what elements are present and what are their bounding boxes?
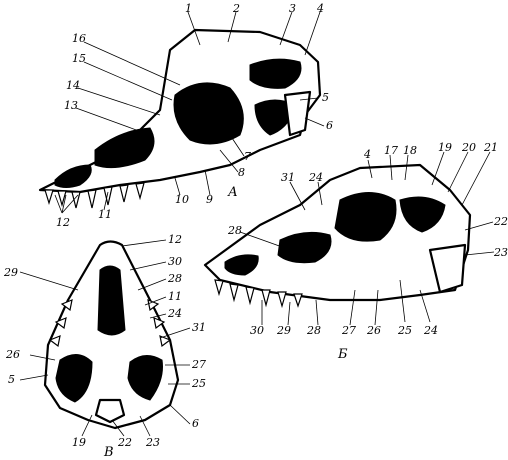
label-a-14: 14: [66, 79, 80, 92]
label-b-30: 30: [250, 324, 264, 337]
label-v-27: 27: [191, 358, 206, 371]
leader-line: [462, 152, 490, 205]
skull-oblique-view-b: 4 17 18 19 20 21 31 24 22 23 28 30 29 28…: [205, 141, 508, 362]
leader-line: [78, 88, 160, 115]
label-a-13: 13: [64, 99, 78, 112]
label-v-12: 12: [168, 233, 182, 246]
label-a-7: 7: [244, 150, 251, 163]
label-a-6: 6: [326, 119, 333, 132]
label-v-28: 28: [167, 272, 182, 285]
label-b-17: 17: [384, 144, 398, 157]
label-v-22: 22: [117, 436, 132, 449]
leader-line: [305, 118, 324, 126]
label-b-28-top: 28: [227, 224, 242, 237]
label-b-19: 19: [438, 141, 452, 154]
tooth: [294, 294, 302, 306]
leader-line: [122, 240, 166, 246]
label-a-10: 10: [175, 193, 189, 206]
label-b-22: 22: [493, 215, 508, 228]
leader-line: [305, 12, 320, 55]
label-a-15: 15: [72, 52, 86, 65]
label-v-11: 11: [168, 290, 182, 303]
label-v-26: 26: [5, 348, 20, 361]
label-b-28-bottom: 28: [306, 324, 321, 337]
tooth: [120, 185, 128, 202]
label-v-25: 25: [191, 377, 206, 390]
label-a-8: 8: [238, 166, 245, 179]
label-b-4: 4: [363, 148, 371, 161]
label-a-12: 12: [56, 216, 70, 229]
tooth: [246, 287, 254, 303]
tooth: [45, 190, 53, 203]
skull-lateral-view-a: 1 2 3 4 16 15 14 13 5 6 7 8 9 10 11 12 А: [40, 2, 333, 229]
label-a-5: 5: [322, 91, 329, 104]
skull-b-outline: [205, 165, 470, 300]
tooth: [136, 183, 144, 198]
tooth: [148, 300, 158, 310]
skull-ventral-view-v: 12 30 29 28 11 24 31 26 5 27 25 6 19 22 …: [3, 233, 206, 460]
leader-line: [84, 42, 180, 85]
tooth: [262, 290, 270, 305]
leader-line: [20, 375, 48, 380]
label-a-2: 2: [232, 2, 240, 15]
label-v-31: 31: [192, 321, 206, 334]
leader-line: [205, 170, 210, 195]
label-b-23: 23: [493, 246, 508, 259]
label-a-11: 11: [98, 208, 112, 221]
tooth: [58, 191, 66, 205]
label-b-29: 29: [276, 324, 291, 337]
view-letter-v: В: [103, 445, 114, 460]
tooth: [278, 292, 286, 306]
skull-v-choana: [98, 266, 125, 335]
leader-line: [465, 252, 494, 255]
view-letter-a: А: [227, 185, 238, 200]
label-b-25: 25: [397, 324, 412, 337]
label-b-31: 31: [281, 171, 295, 184]
label-b-18: 18: [403, 144, 417, 157]
label-b-24-bottom: 24: [423, 324, 438, 337]
skull-a-quadrate: [285, 92, 310, 135]
label-b-27: 27: [341, 324, 356, 337]
label-a-16: 16: [72, 32, 86, 45]
leader-line: [316, 300, 318, 325]
label-a-4: 4: [316, 2, 324, 15]
leader-line: [20, 272, 78, 290]
label-b-24: 24: [308, 171, 323, 184]
label-a-3: 3: [289, 2, 296, 15]
label-v-29: 29: [3, 266, 18, 279]
label-v-19: 19: [72, 436, 86, 449]
label-v-24: 24: [167, 307, 182, 320]
leader-line: [170, 405, 190, 424]
tooth: [230, 284, 238, 300]
skull-b-orbit: [335, 193, 396, 242]
label-v-5: 5: [8, 373, 15, 386]
tooth: [215, 280, 223, 294]
leader-line: [76, 108, 150, 135]
leader-line: [130, 262, 166, 270]
tooth: [104, 187, 112, 205]
view-letter-b: Б: [337, 347, 348, 362]
label-a-9: 9: [206, 193, 213, 206]
leader-line: [288, 302, 290, 325]
label-v-23: 23: [145, 436, 160, 449]
label-a-1: 1: [185, 2, 192, 15]
label-b-21: 21: [483, 141, 498, 154]
label-b-26: 26: [366, 324, 381, 337]
label-v-6: 6: [192, 417, 199, 430]
label-b-20: 20: [461, 141, 476, 154]
tooth: [88, 190, 96, 208]
leader-line: [448, 152, 468, 192]
label-v-30: 30: [168, 255, 182, 268]
